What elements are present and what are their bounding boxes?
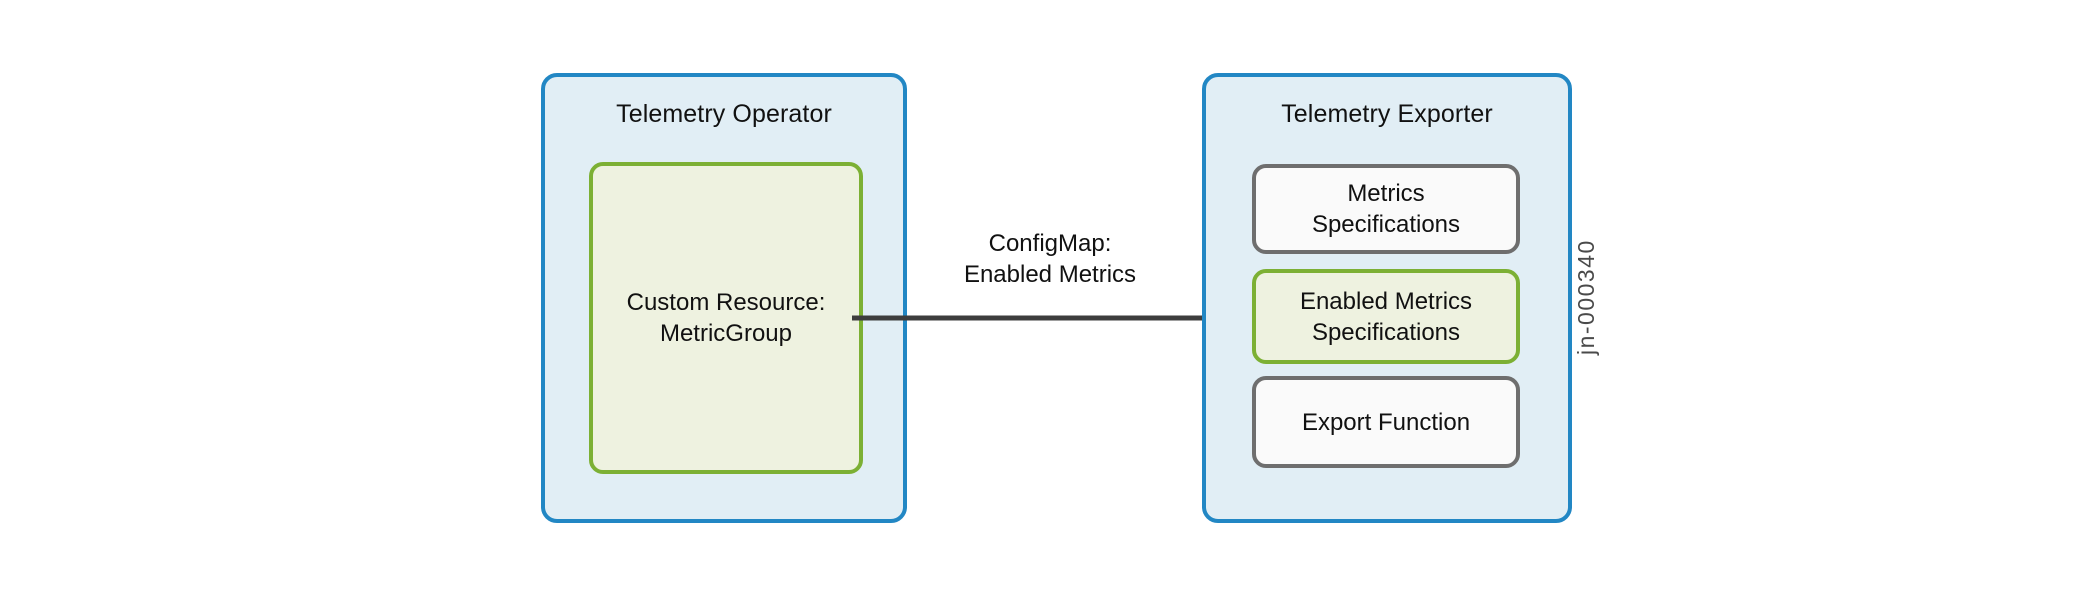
metrics-specifications-box: Metrics Specifications xyxy=(1252,164,1520,254)
export-function-box: Export Function xyxy=(1252,376,1520,468)
enabled-metrics-specifications-box: Enabled Metrics Specifications xyxy=(1252,269,1520,364)
custom-resource-metricgroup-box: Custom Resource: MetricGroup xyxy=(589,162,863,474)
telemetry-operator-title: Telemetry Operator xyxy=(616,100,832,128)
configmap-flow-label: ConfigMap: Enabled Metrics xyxy=(963,230,1137,288)
telemetry-exporter-container: Telemetry Exporter Metrics Specification… xyxy=(1202,73,1572,523)
flow-arrow-icon xyxy=(852,303,1253,333)
metrics-specifications-label: Metrics Specifications xyxy=(1311,180,1461,238)
export-function-label: Export Function xyxy=(1301,408,1471,436)
custom-resource-metricgroup-label: Custom Resource: MetricGroup xyxy=(626,289,826,347)
enabled-metrics-specifications-label: Enabled Metrics Specifications xyxy=(1299,287,1473,346)
figure-id-label: jn-000340 xyxy=(1573,239,1599,355)
telemetry-operator-container: Telemetry Operator Custom Resource: Metr… xyxy=(541,73,907,523)
telemetry-exporter-title: Telemetry Exporter xyxy=(1281,100,1493,128)
